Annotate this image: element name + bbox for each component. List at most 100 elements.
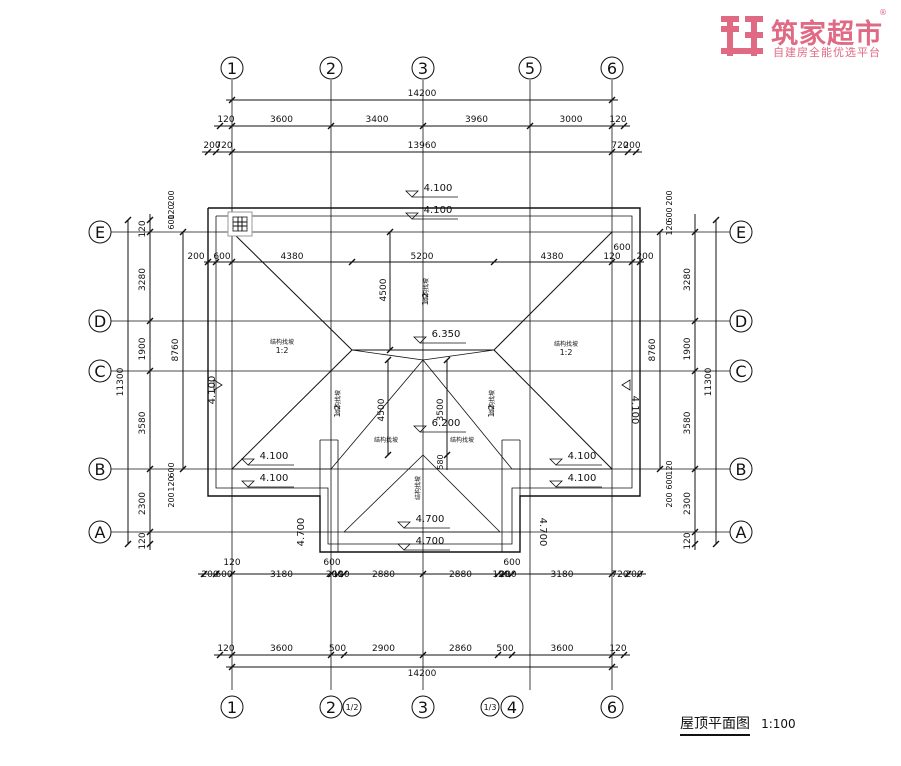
axis-bubble-bottom-3: 3 [418,698,428,717]
dim-right-3: 2300 [683,492,693,515]
axis-bubble-right-D-circle [729,309,753,333]
dimension-tick [608,148,616,156]
elev-b-left-2-mark [241,480,255,488]
axis-bubble-bottom-3-circle [411,695,435,719]
dim-right-mid-0: 8760 [648,338,658,361]
elev-porch-right: 4.700 [537,518,548,547]
dimension-tick [691,317,699,325]
brand-name: 筑家超市 [771,19,883,50]
brand-slogan: 自建房全能优选平台 [773,46,881,59]
axis-bubble-right-E-circle [729,220,753,244]
elev-b-right-2: 4.100 [568,473,597,484]
dim-inner-4: 4380 [541,252,564,262]
elev-porch-left: 4.700 [296,518,307,547]
slope-inner-left-label: 结构找坡 [334,390,342,414]
dim-bottom-row1-7: 120 [492,570,509,580]
dimension-tick [228,663,236,671]
axis-bubble-bottom-1: 2 [326,698,336,717]
dim-right-1: 1900 [683,337,693,360]
dimension-tick [146,465,154,473]
drawing-scale: 1:100 [761,717,796,731]
axis-bubble-right-D: D [735,312,747,331]
dim-inner-3: 5200 [411,252,434,262]
table-icon [232,216,248,232]
dim-top-row1-4: 3000 [560,115,583,125]
dimension-tick [419,651,427,659]
dimension-tick [608,570,616,578]
axis-bubble-left-A-circle [88,520,112,544]
axis-bubble-top-5: 5 [525,59,535,78]
dimension-tick [508,651,516,659]
dim-bottom-row1-5: 2880 [372,570,395,580]
dim-bottom-row2-4: 2860 [449,644,472,654]
dim-inner-7: 600 [613,243,630,253]
dim-left-mid-0: 8760 [171,338,181,361]
dim-bottom-row1-3: 200 [326,570,343,580]
dim-right-small-3: 120 [665,460,674,475]
brand-registered: ® [879,8,887,17]
dim-bottom-row2-5: 500 [496,644,513,654]
dimension-tick [216,122,224,130]
dim-right-small-4: 600 [665,474,674,489]
dimension-tick [691,228,699,236]
axis-bubble-left-D-circle [88,309,112,333]
table-icon-box [227,211,253,237]
dim-top-row2-0: 200 [203,141,220,151]
dimension-tick [608,651,616,659]
dimension-tick [384,356,392,364]
drawing-title-block: 屋顶平面图 1:100 [680,713,796,741]
dimension-tick [691,528,699,536]
elev-b-right-1: 4.100 [568,451,597,462]
dim-bottom-row1-4: 120 [332,570,349,580]
dimension-tick [146,540,154,548]
elev-top-1-mark [405,190,419,198]
dimension-tick [146,317,154,325]
dimension-tick [628,258,636,266]
dim-bottom-row2-0: 120 [217,644,234,654]
dimension-tick [691,540,699,548]
dimension-tick [204,258,212,266]
dimension-tick [419,570,427,578]
dim-bottom-total: 14200 [408,669,437,679]
dimension-tick [608,96,616,104]
axis-bubble-bottom-4-circle [480,697,500,717]
elev-b-left-2: 4.100 [260,473,289,484]
dimension-tick [348,258,356,266]
dim-right-4: 120 [683,532,693,549]
dimension-tick [327,651,335,659]
dimension-tick [340,651,348,659]
dim-left-1: 3280 [138,268,148,291]
dimension-tick [636,570,644,578]
dim-left-mid-1: 11300 [116,367,126,396]
elev-right-side-mark [621,379,631,391]
elev-porch-1-mark [397,521,411,529]
dim-bottom-row1-9: 3180 [551,570,574,580]
dimension-tick [712,540,720,548]
dimension-tick [384,451,392,459]
dimension-tick [212,148,220,156]
dim-right-small-0: 200 [665,190,674,205]
dim-bottom-row1-6: 2880 [449,570,472,580]
dim-bottom-row1-10: 720 [611,570,628,580]
dimension-tick [327,570,335,578]
slope-north-label: 结构找坡 [422,278,430,302]
dimension-tick [204,148,212,156]
axis-bubble-bottom-6: 6 [607,698,617,717]
axis-bubble-right-E: E [736,223,746,242]
slope-inner-right-label: 结构找坡 [488,390,496,414]
hip-line-sw [231,349,353,470]
dim-top-row2-2: 13960 [408,141,437,151]
dimension-tick [443,356,451,364]
elev-b-right-1-mark [549,458,563,466]
axis-bubble-left-E-circle [88,220,112,244]
slope-west-ratio: 1:2 [276,346,289,355]
brand-mark-icon [721,16,763,56]
dimension-tick [620,122,628,130]
axis-bubble-top-1-circle [220,56,244,80]
dim-right-small-2: 120 [665,220,674,235]
dim-bottom-small-0: 120 [223,558,240,568]
axis-bubble-top-2: 2 [326,59,336,78]
elev-ridge-mark [413,336,427,344]
dimension-tick [500,570,508,578]
